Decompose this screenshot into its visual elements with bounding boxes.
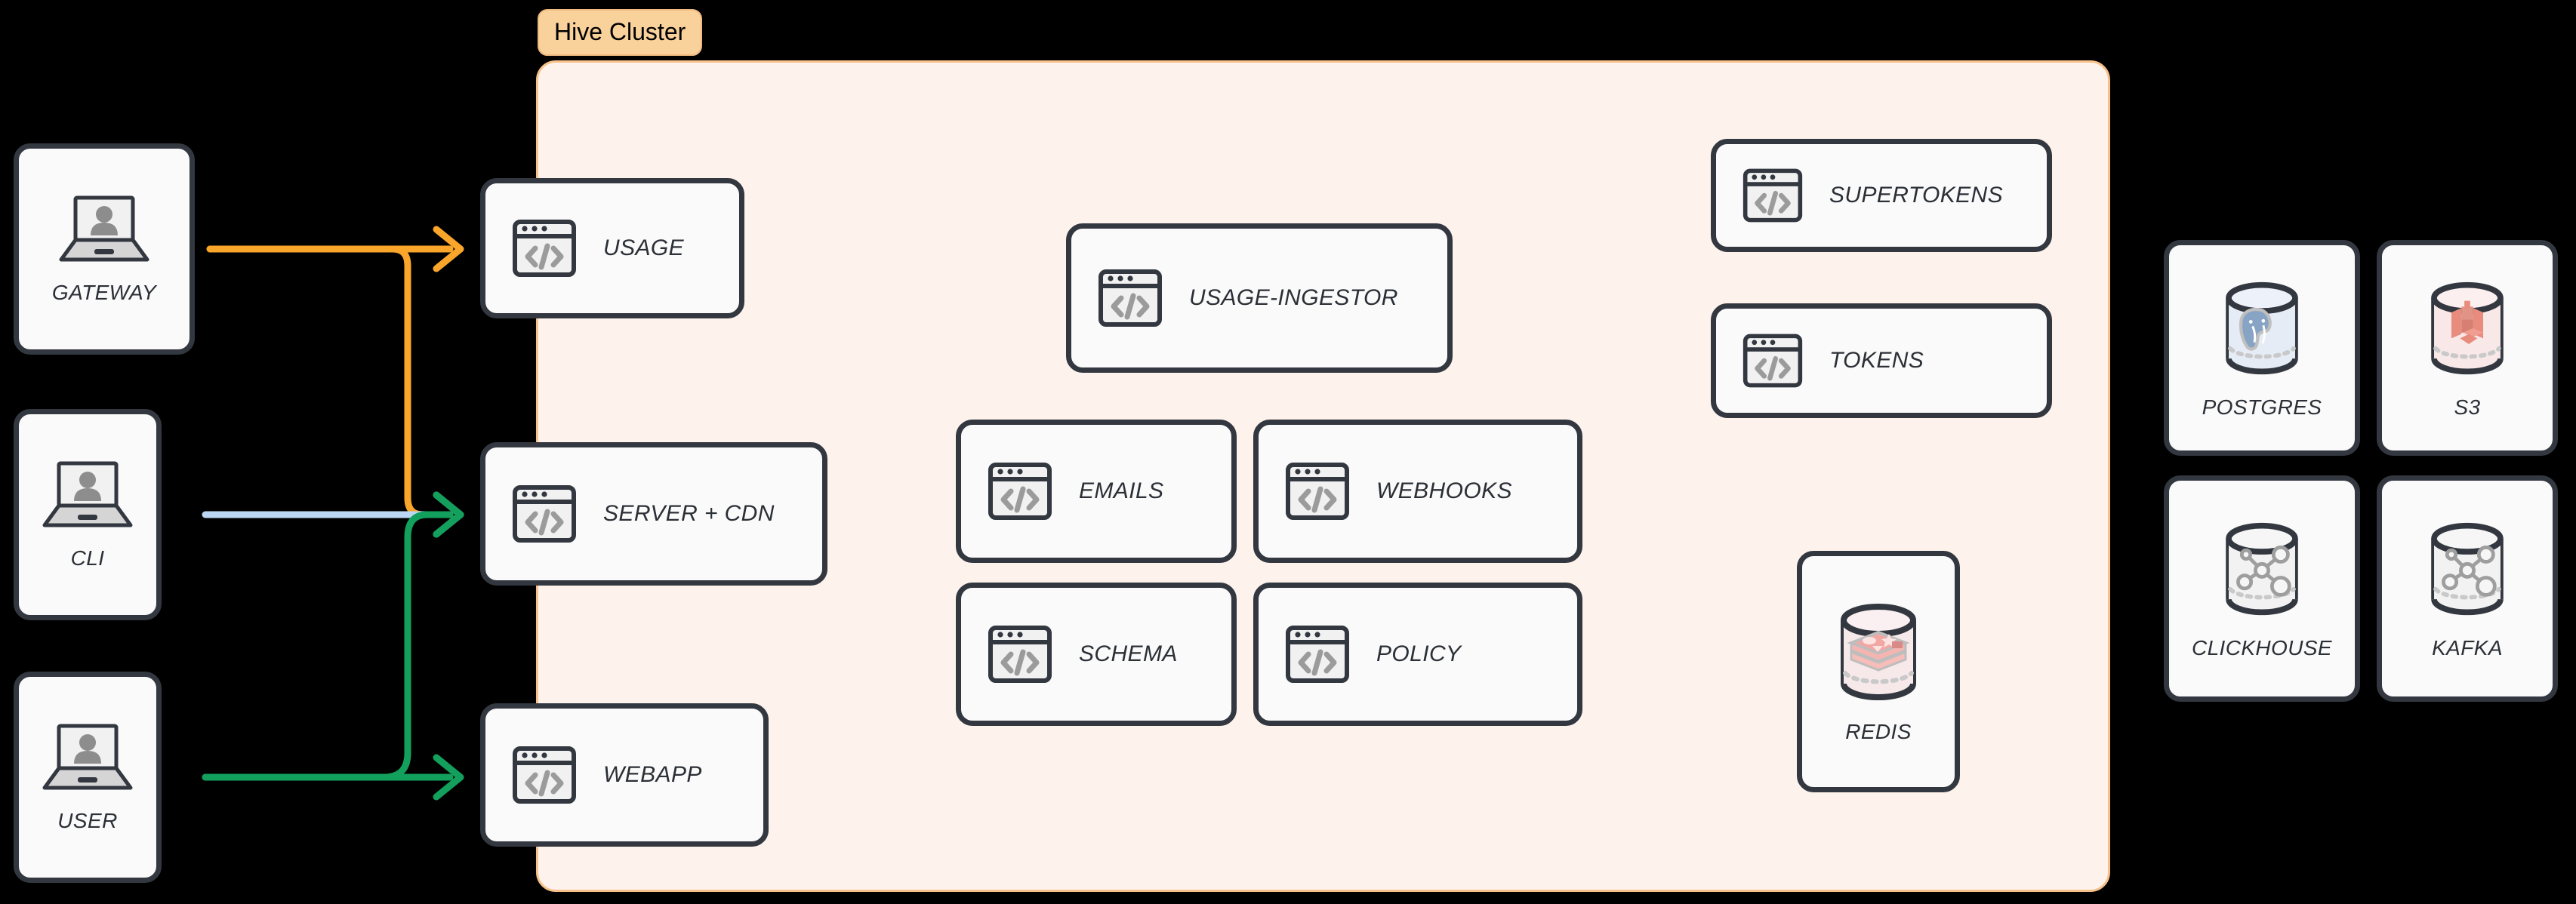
client-label: USER: [57, 809, 118, 832]
s3-cylinder-icon: [2418, 276, 2516, 380]
code-window-icon: [1284, 458, 1351, 524]
service-node-supertokens[interactable]: SUPERTOKENS: [1711, 139, 2052, 252]
service-label: USAGE: [603, 235, 685, 260]
service-node-schema[interactable]: SCHEMA: [956, 583, 1237, 726]
client-label: CLI: [70, 546, 105, 570]
laptop-user-icon: [57, 193, 152, 266]
code-window-icon: [1742, 165, 1804, 226]
wire-cli: [202, 491, 464, 538]
postgres-cylinder-icon: [2213, 276, 2311, 380]
service-label: WEBHOOKS: [1376, 478, 1512, 503]
datastore-label: S3: [2454, 395, 2481, 419]
datastore-label: REDIS: [1845, 720, 1912, 743]
service-node-server-cdn[interactable]: SERVER + CDN: [480, 442, 827, 586]
generic-cylinder-icon: [2213, 517, 2311, 621]
service-label: WEBAPP: [603, 762, 702, 787]
service-label: TOKENS: [1829, 348, 1924, 373]
client-node-cli[interactable]: CLI: [14, 409, 162, 620]
client-label: GATEWAY: [51, 281, 157, 304]
wire-gateway: [206, 245, 454, 518]
service-label: POLICY: [1376, 641, 1462, 666]
wire-user: [202, 491, 464, 801]
service-node-emails[interactable]: EMAILS: [956, 420, 1237, 563]
service-label: SERVER + CDN: [603, 501, 775, 526]
service-node-tokens[interactable]: TOKENS: [1711, 303, 2052, 418]
code-window-icon: [987, 458, 1053, 524]
generic-cylinder-icon: [2418, 517, 2516, 621]
code-window-icon: [1097, 265, 1163, 331]
datastore-label: POSTGRES: [2202, 395, 2322, 419]
client-node-user[interactable]: USER: [14, 672, 162, 883]
service-node-usage[interactable]: USAGE: [480, 178, 744, 318]
service-node-webhooks[interactable]: WEBHOOKS: [1253, 420, 1582, 563]
service-label: SUPERTOKENS: [1829, 183, 2004, 208]
client-node-gateway[interactable]: GATEWAY: [14, 143, 195, 355]
datastore-node-kafka[interactable]: KAFKA: [2377, 475, 2558, 702]
code-window-icon: [1284, 621, 1351, 687]
service-node-usage-ingestor[interactable]: USAGE-INGESTOR: [1066, 223, 1453, 373]
service-label: SCHEMA: [1079, 641, 1178, 666]
code-window-icon: [511, 481, 578, 547]
datastore-node-redis[interactable]: REDIS: [1797, 551, 1960, 792]
arrowhead-gateway-usage: [433, 226, 464, 272]
datastore-label: CLICKHOUSE: [2191, 636, 2333, 660]
code-window-icon: [1742, 330, 1804, 392]
laptop-user-icon: [40, 459, 135, 531]
datastore-node-clickhouse[interactable]: CLICKHOUSE: [2164, 475, 2360, 702]
service-label: EMAILS: [1079, 478, 1164, 503]
service-node-policy[interactable]: POLICY: [1253, 583, 1582, 726]
service-label: USAGE-INGESTOR: [1189, 285, 1398, 310]
service-node-webapp[interactable]: WEBAPP: [480, 703, 769, 847]
hive-cluster-badge: Hive Cluster: [538, 9, 703, 56]
code-window-icon: [511, 215, 578, 281]
datastore-label: KAFKA: [2432, 636, 2503, 660]
datastore-node-postgres[interactable]: POSTGRES: [2164, 240, 2360, 456]
code-window-icon: [511, 742, 578, 808]
redis-cylinder-icon: [1827, 599, 1930, 705]
code-window-icon: [987, 621, 1053, 687]
datastore-node-s3[interactable]: S3: [2377, 240, 2558, 456]
laptop-user-icon: [40, 721, 135, 794]
